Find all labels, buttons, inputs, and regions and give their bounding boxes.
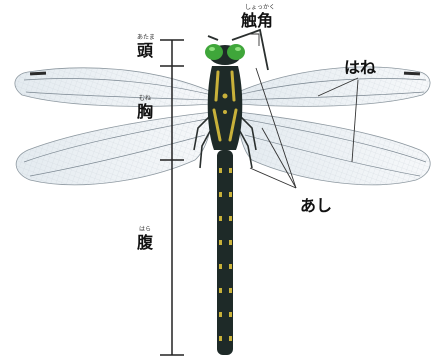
abdomen-spot — [229, 216, 232, 221]
antenna-left — [208, 36, 218, 40]
eye-highlight-right — [235, 47, 241, 51]
abdomen-spot — [229, 336, 232, 341]
abdomen-spot — [229, 168, 232, 173]
antenna-bracket — [248, 34, 259, 46]
abdomen-spot — [219, 264, 222, 269]
abdomen-spot — [229, 264, 232, 269]
dragonfly-body — [205, 44, 245, 355]
thorax-spot — [223, 94, 228, 99]
abdomen-spot — [219, 312, 222, 317]
thorax — [208, 66, 243, 150]
abdomen-spot — [219, 240, 222, 245]
abdomen-spot — [229, 288, 232, 293]
thorax-spot — [223, 110, 227, 114]
label-abdomen-text: 腹 — [137, 235, 153, 251]
abdomen-spot — [219, 168, 222, 173]
abdomen-spot — [229, 312, 232, 317]
label-chest-text: 胸 — [137, 104, 153, 120]
compound-eye-right — [227, 44, 245, 60]
label-wings: はね — [344, 60, 376, 76]
abdomen-spot — [219, 216, 222, 221]
abdomen-spot — [219, 192, 222, 197]
left-hindwing-mesh — [16, 112, 212, 185]
label-head-text: 頭 — [137, 43, 153, 59]
compound-eye-left — [205, 44, 223, 60]
abdomen-spot — [229, 240, 232, 245]
right-hindwing-mesh — [238, 112, 430, 185]
abdomen-spot — [219, 288, 222, 293]
eye-highlight-left — [209, 47, 215, 51]
label-legs: あし — [300, 198, 332, 214]
abdomen-spot — [219, 336, 222, 341]
abdomen — [217, 150, 233, 355]
label-antenna-text: 触角 — [241, 13, 273, 29]
abdomen-spot — [229, 192, 232, 197]
